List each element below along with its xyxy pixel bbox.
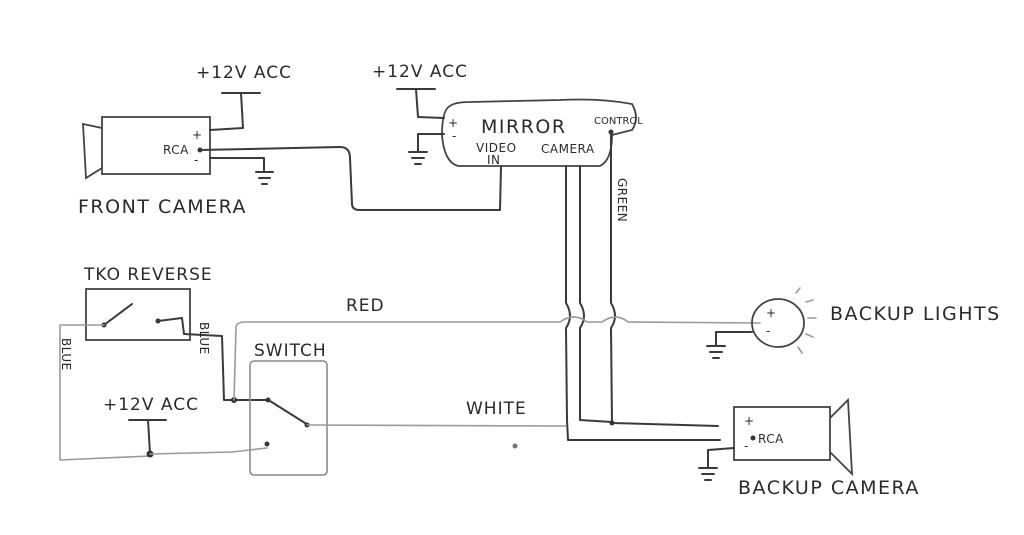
- front-camera-rca-label: RCA: [163, 143, 189, 157]
- mirror-plus: +: [448, 116, 459, 130]
- mirror-supply-label: +12V ACC: [372, 62, 468, 82]
- backup-light-bulb: [751, 298, 805, 348]
- front-video-wire: [199, 146, 502, 211]
- red-label: RED: [346, 296, 385, 316]
- backup-camera-rca-label: RCA: [758, 432, 784, 446]
- reverse-terminal-lead: [157, 317, 185, 335]
- backup-light-ground-icon: [706, 345, 726, 359]
- green-label: GREEN: [615, 178, 629, 222]
- switch-terminal-bottom: [264, 441, 270, 447]
- front-camera-plus: +: [192, 128, 203, 142]
- mirror-body: [441, 98, 637, 167]
- backup-camera-label: BACKUP CAMERA: [738, 477, 920, 499]
- front-camera-lens: [82, 122, 103, 180]
- mirror-video-in-label-2: IN: [487, 153, 501, 167]
- green-wire: [610, 131, 719, 427]
- front-camera: RCA + - FRONT CAMERA +12V ACC: [78, 63, 502, 218]
- blue-wire-left-label: BLUE: [59, 338, 73, 371]
- switch-supply-wire: [149, 447, 268, 455]
- blue-right-label: BLUE: [197, 322, 211, 355]
- red-wire: [233, 316, 761, 401]
- front-camera-ground-wire: [209, 157, 265, 173]
- backup-lights: + - BACKUP LIGHTS: [706, 287, 1001, 359]
- switch-toggle-arm: [269, 400, 306, 424]
- mirror-video-in-label-1: VIDEO: [476, 141, 517, 155]
- mirror-label: MIRROR: [481, 116, 567, 138]
- backup-camera: + - RCA BACKUP CAMERA: [698, 397, 920, 499]
- mirror-minus: -: [452, 129, 457, 143]
- backup-camera-ground-icon: [698, 467, 718, 481]
- blue-wire-right-label: BLUE: [197, 322, 211, 355]
- reverse-contact-arm: [103, 303, 133, 326]
- backup-camera-ground-wire: [707, 447, 735, 469]
- paper-mark: [512, 443, 518, 449]
- switch-supply-drop: [147, 419, 151, 454]
- blue-wire-left: [59, 324, 151, 461]
- light-rays-icon: [795, 287, 817, 354]
- switch-label: SWITCH: [254, 341, 327, 361]
- white-wire: [306, 424, 567, 427]
- switch-body: [249, 360, 328, 476]
- white-label: WHITE: [466, 399, 527, 419]
- backup-video-wire-a: [565, 165, 721, 441]
- blue-wire-right: [183, 333, 269, 401]
- tko-reverse: TKO REVERSE: [83, 265, 213, 341]
- front-camera-ground-icon: [255, 171, 274, 185]
- backup-camera-body: [733, 406, 831, 461]
- switch: SWITCH +12V ACC: [103, 341, 328, 476]
- backup-light-minus: -: [766, 324, 771, 338]
- green-wire-label: GREEN: [615, 178, 629, 222]
- mirror-ground-wire: [417, 133, 445, 153]
- backup-light-plus: +: [766, 306, 777, 320]
- backup-light-ground-wire: [715, 331, 753, 347]
- blue-left-label: BLUE: [59, 338, 73, 371]
- front-camera-body: [101, 116, 211, 175]
- backup-camera-rca-terminal: [750, 435, 756, 441]
- front-camera-minus: -: [194, 153, 199, 167]
- mirror-control-label: CONTROL: [594, 116, 643, 127]
- reverse-label: TKO REVERSE: [83, 265, 213, 285]
- mirror-ground-icon: [408, 151, 428, 165]
- reverse-switch-body: [85, 288, 191, 341]
- mirror-camera-label: CAMERA: [541, 142, 595, 156]
- backup-video-wire-b: [579, 165, 613, 423]
- backup-camera-plus: +: [744, 414, 755, 428]
- front-camera-power-wire: [209, 92, 244, 131]
- mirror: MIRROR + - VIDEO IN CAMERA CONTROL +12V …: [372, 62, 643, 167]
- front-camera-label: FRONT CAMERA: [78, 196, 247, 218]
- backup-camera-minus: -: [744, 439, 749, 453]
- front-camera-supply-label: +12V ACC: [196, 63, 292, 83]
- mirror-power-wire: [415, 88, 445, 119]
- backup-lights-label: BACKUP LIGHTS: [830, 303, 1001, 325]
- green-wire-junction: [609, 420, 615, 426]
- backup-camera-lens: [829, 397, 854, 477]
- switch-supply-label: +12V ACC: [103, 395, 199, 415]
